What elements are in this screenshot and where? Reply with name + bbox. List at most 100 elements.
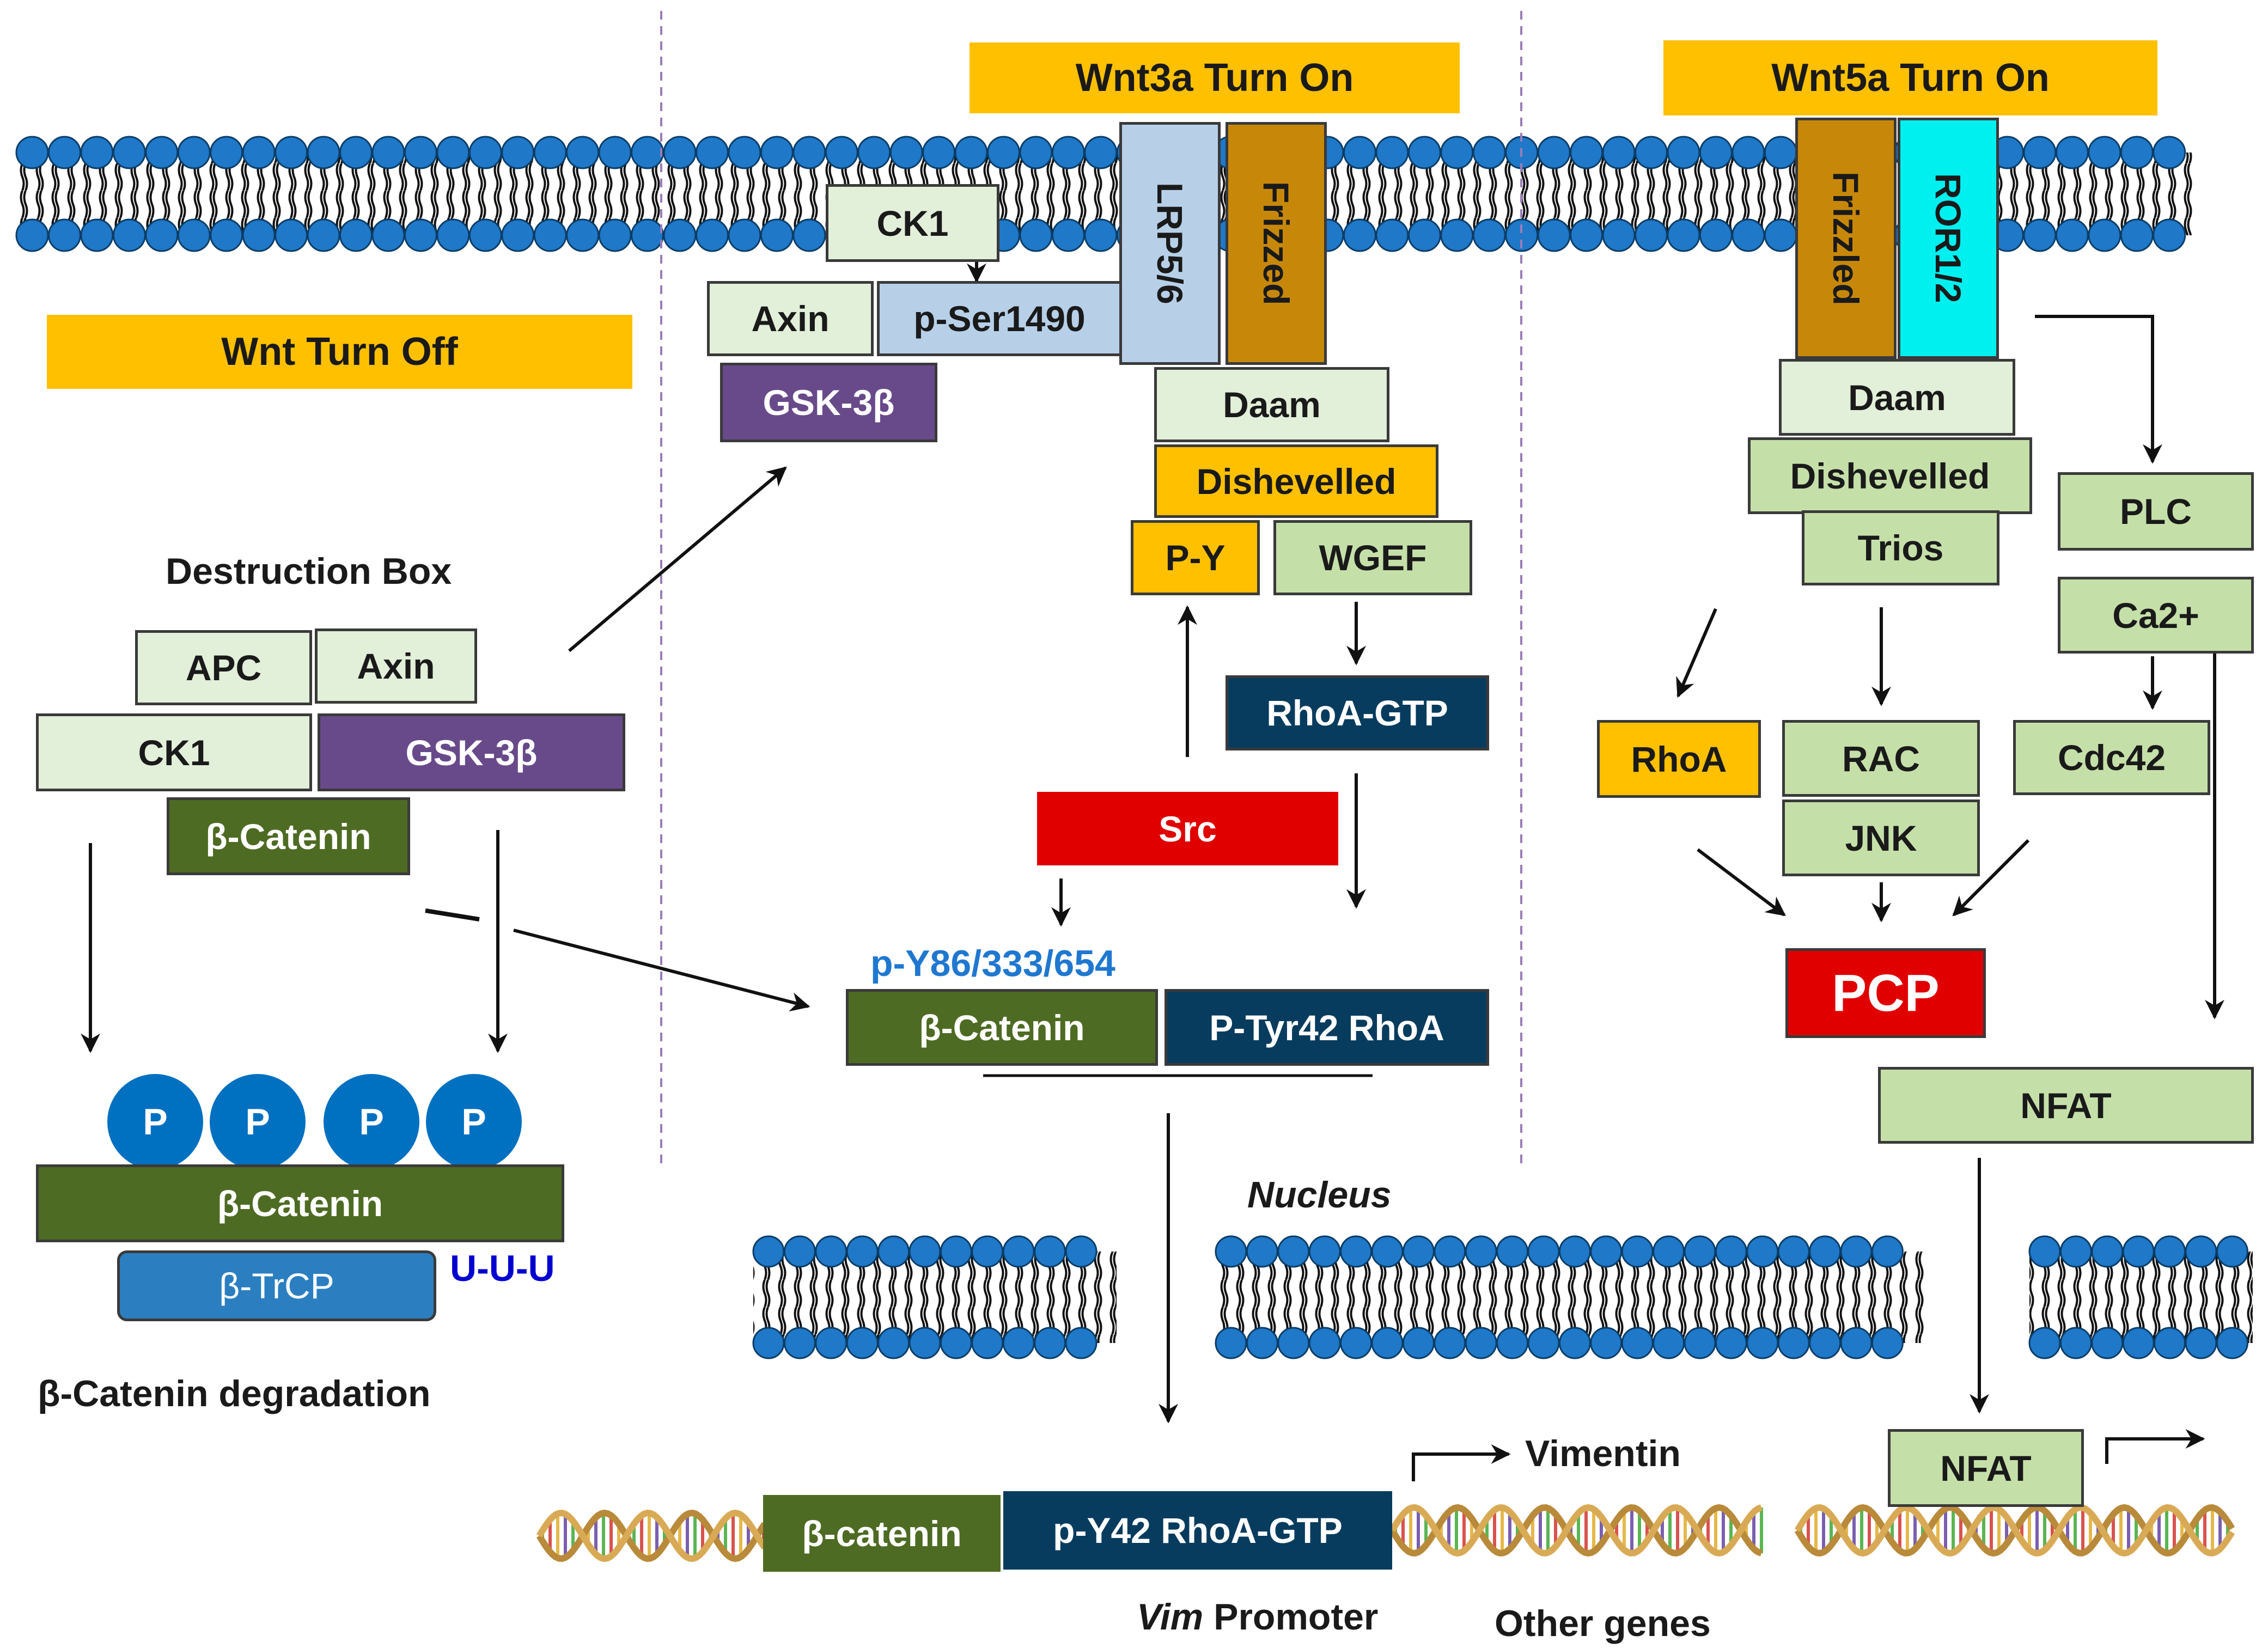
axin-box-off: Axin: [315, 628, 477, 704]
lipid-head: [112, 136, 146, 169]
lipid-head: [1777, 1327, 1810, 1359]
lipid-head: [760, 218, 794, 252]
lipid-head: [1065, 1327, 1098, 1359]
plc-box: PLC: [2058, 472, 2254, 551]
frizzled-receptor-wnt3a: Frizzed: [1226, 122, 1327, 365]
lipid-head: [371, 218, 405, 252]
lipid-head: [1558, 1235, 1591, 1268]
lipid-head: [210, 218, 243, 252]
lipid-head: [663, 218, 697, 252]
lipid-head: [275, 136, 308, 169]
lipid-head: [1371, 1235, 1404, 1268]
dishevelled-box-wnt3a: Dishevelled: [1154, 444, 1438, 518]
lipid-head: [598, 136, 632, 169]
rhoa-box: RhoA: [1597, 720, 1761, 798]
lipid-head: [1653, 1235, 1685, 1268]
lipid-head: [533, 136, 567, 169]
lipid-head: [2088, 218, 2121, 252]
lipid-head: [1715, 1327, 1747, 1359]
lipid-head: [210, 136, 243, 169]
lipid-head: [177, 218, 211, 252]
lipid-head: [2059, 1235, 2092, 1268]
lipid-head: [2023, 218, 2057, 252]
lipid-head: [1764, 218, 1797, 252]
ror12-receptor: ROR1/2: [1898, 118, 1999, 359]
daam-box-wnt3a: Daam: [1154, 367, 1389, 442]
lipid-head: [1215, 1327, 1247, 1359]
lipid-head: [1590, 1327, 1623, 1359]
wgef-box: WGEF: [1273, 520, 1472, 595]
lipid-head: [1602, 136, 1636, 169]
lipid-head: [15, 218, 49, 252]
arrow-cdc42-to-pcp: [1952, 839, 2030, 917]
lipid-head: [2216, 1327, 2248, 1359]
lipid-head: [1308, 1327, 1341, 1359]
dishevelled-box-wnt5a: Dishevelled: [1748, 437, 2032, 514]
rhoa-gtp-box: RhoA-GTP: [1226, 675, 1489, 750]
lipid-head: [1558, 1327, 1591, 1359]
lipid-head: [846, 1327, 879, 1359]
lipid-head: [1472, 218, 1506, 252]
lipid-head: [275, 218, 308, 252]
dna-backbone: [536, 1509, 767, 1562]
arrow-nfat-transcription: [2105, 1429, 2205, 1464]
lipid-head: [2154, 1235, 2186, 1268]
vimentin-label: Vimentin: [1525, 1433, 1681, 1474]
other-genes-label: Other genes: [1495, 1603, 1711, 1644]
lipid-head: [47, 136, 81, 169]
gsk3b-box-off: GSK-3β: [318, 713, 625, 791]
beta-catenin-phospho-box: β-Catenin: [36, 1164, 564, 1242]
lipid-head: [2122, 1235, 2155, 1268]
promoter-text: Promoter: [1214, 1596, 1379, 1638]
lipid-head: [2055, 136, 2089, 169]
lipid-head: [1871, 1235, 1904, 1268]
lipid-head: [1051, 218, 1085, 252]
lipid-head: [877, 1235, 910, 1268]
lipid-head: [1084, 218, 1118, 252]
src-box: Src: [1037, 792, 1338, 865]
lipid-head: [1407, 136, 1441, 169]
lipid-head: [792, 136, 826, 169]
lipid-head: [2023, 136, 2057, 169]
lipid-head: [857, 136, 891, 169]
lipid-head: [1764, 136, 1797, 169]
lipid-head: [47, 218, 81, 252]
lipid-head: [1537, 136, 1571, 169]
lipid-head: [2122, 1327, 2155, 1359]
lipid-head: [1051, 136, 1085, 169]
lipid-head: [1034, 1235, 1066, 1268]
lipid-head: [1871, 1327, 1904, 1359]
destruction-box-label: Destruction Box: [166, 551, 452, 592]
beta-catenin-box-wnt3a: β-Catenin: [846, 989, 1158, 1066]
lipid-head: [404, 218, 437, 252]
lipid-head: [436, 218, 470, 252]
lipid-head: [1440, 218, 1474, 252]
lipid-head: [1684, 1327, 1716, 1359]
lipid-head: [1402, 1235, 1435, 1268]
py42-rhoa-gtp-box: p-Y42 RhoA-GTP: [1003, 1491, 1392, 1570]
nucleus-label: Nucleus: [1247, 1174, 1392, 1216]
lipid-head: [1667, 218, 1700, 252]
phospho-circle: P: [210, 1074, 306, 1170]
arrow-to-gsk3b: [568, 466, 787, 652]
lipid-head: [940, 1235, 972, 1268]
lipid-head: [1732, 136, 1765, 169]
lipid-head: [1537, 218, 1571, 252]
lipid-head: [1034, 1327, 1066, 1359]
lipid-head: [728, 218, 761, 252]
lipid-head: [1084, 136, 1118, 169]
lipid-head: [760, 136, 794, 169]
lipid-head: [145, 136, 179, 169]
dna-strands: [536, 1504, 2235, 1562]
lipid-head: [307, 218, 340, 252]
lipid-head: [1002, 1235, 1035, 1268]
lipid-head: [1746, 1327, 1779, 1359]
lipid-head: [1340, 1327, 1373, 1359]
lipid-head: [1215, 1235, 1247, 1268]
lipid-head: [825, 136, 858, 169]
ck1-box-off: CK1: [36, 713, 312, 791]
arrow-vimentin-transcription: [1412, 1444, 1511, 1481]
lipid-head: [1635, 218, 1668, 252]
lipid-head: [15, 136, 49, 169]
lipid-head: [1715, 1235, 1747, 1268]
